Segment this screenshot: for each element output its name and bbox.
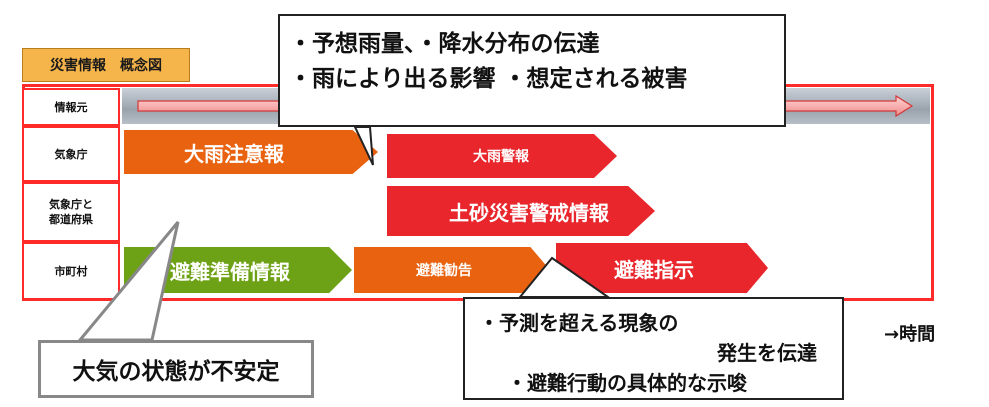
- row-label-jma-prefecture: 気象庁と 都道府県: [22, 182, 120, 242]
- row-label-jma: 気象庁: [22, 126, 120, 182]
- time-axis-label: →時間: [884, 324, 936, 345]
- banner-evacuation-advisory: 避難勧告: [354, 247, 550, 293]
- row-label-municipality: 市町村: [22, 242, 120, 300]
- diagram-title: 災害情報 概念図: [22, 48, 190, 82]
- top-callout-line1: ・予想雨量、・降水分布の伝達: [289, 31, 600, 57]
- banner-heavy-rain-advisory: 大雨注意報: [124, 130, 378, 174]
- banner-evacuation-prep: 避難準備情報: [124, 247, 352, 293]
- banner-evacuation-order: 避難指示: [556, 243, 768, 293]
- banner-landslide-warning: 土砂災害警戒情報: [387, 186, 655, 236]
- row-label-source: 情報元: [22, 88, 120, 126]
- bottom-left-callout-box: 大気の状態が不安定: [38, 340, 314, 398]
- bottom-right-callout-box: ・予測を超える現象の 発生を伝達 ・避難行動の具体的な示唆: [463, 297, 844, 400]
- bottom-right-callout-line1: ・予測を超える現象の: [479, 311, 679, 335]
- bottom-right-callout-line2: 発生を伝達: [717, 341, 817, 365]
- top-callout-line2: ・雨により出る影響 ・想定される被害: [289, 66, 688, 92]
- top-callout-box: ・予想雨量、・降水分布の伝達 ・雨により出る影響 ・想定される被害: [278, 14, 786, 127]
- banner-heavy-rain-warning: 大雨警報: [387, 134, 617, 178]
- bottom-right-callout-line3: ・避難行動の具体的な示唆: [507, 371, 747, 395]
